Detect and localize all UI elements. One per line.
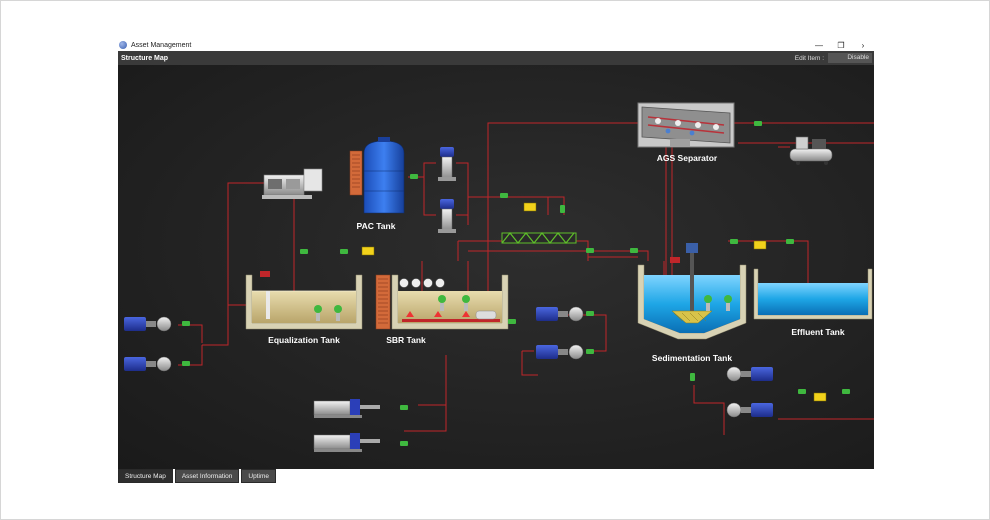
title-bar: Asset Management — ❐ › (118, 39, 874, 51)
tab-uptime[interactable]: Uptime (241, 469, 276, 483)
process-diagram: AGS Separator (124, 102, 874, 452)
air-blower-2[interactable] (313, 433, 380, 452)
tab-asset-information[interactable]: Asset Information (174, 469, 240, 483)
sedimentation-tank-label: Sedimentation Tank (652, 353, 732, 363)
equalization-tank[interactable] (245, 274, 363, 330)
minimize-button[interactable]: — (815, 40, 823, 50)
return-sludge-pump-2[interactable] (726, 402, 773, 418)
influent-pump-2[interactable] (124, 356, 172, 372)
air-blower-1[interactable] (313, 399, 380, 418)
window-title: Asset Management (131, 41, 192, 49)
panel-header: Structure Map Edit Item : Disable (118, 51, 874, 65)
pac-dosing-pump-2[interactable] (438, 199, 456, 233)
sbr-tank[interactable] (375, 274, 509, 330)
effluent-tank[interactable] (753, 268, 873, 320)
inline-valves[interactable] (182, 121, 850, 446)
bottom-tabs: Structure Map Asset Information Uptime (118, 469, 276, 483)
panel-title: Structure Map (121, 54, 169, 62)
generator-unit[interactable] (262, 168, 323, 199)
app-window: Asset Management — ❐ › Structure Map Edi… (118, 39, 874, 483)
tab-structure-map[interactable]: Structure Map (118, 469, 173, 483)
edit-item-toggle[interactable]: Disable (828, 53, 872, 63)
sludge-transfer-pump-1[interactable] (536, 306, 584, 322)
pac-tank-label: PAC Tank (357, 221, 396, 231)
effluent-tank-label: Effluent Tank (791, 327, 844, 337)
sbr-instrument-gauges[interactable] (399, 278, 445, 288)
sludge-transfer-pump-2[interactable] (536, 344, 584, 360)
air-compressor[interactable] (789, 136, 833, 165)
equalization-tank-label: Equalization Tank (268, 335, 340, 345)
ags-separator-label: AGS Separator (657, 153, 718, 163)
edit-item-label: Edit Item : (794, 54, 824, 62)
restore-button[interactable]: ❐ (837, 40, 845, 50)
ags-separator[interactable] (637, 102, 735, 148)
pipe-network (178, 122, 874, 435)
level-indicators[interactable] (260, 257, 680, 277)
pac-dosing-pump-1[interactable] (438, 147, 456, 181)
sbr-tank-label: SBR Tank (386, 335, 426, 345)
close-button[interactable]: › (861, 40, 865, 50)
return-sludge-pump-1[interactable] (726, 366, 773, 382)
sedimentation-tank[interactable] (637, 243, 747, 340)
influent-pump-1[interactable] (124, 316, 172, 332)
edit-item-area: Edit Item : Disable (795, 53, 872, 63)
pac-tank[interactable] (349, 137, 405, 214)
structure-map-canvas: AGS Separator (118, 65, 874, 469)
analyzer-instruments[interactable] (361, 202, 827, 402)
window-controls: — ❐ › (808, 39, 874, 51)
app-icon (119, 41, 127, 49)
static-mixer[interactable] (501, 232, 577, 244)
tank-mixers[interactable] (314, 295, 732, 321)
